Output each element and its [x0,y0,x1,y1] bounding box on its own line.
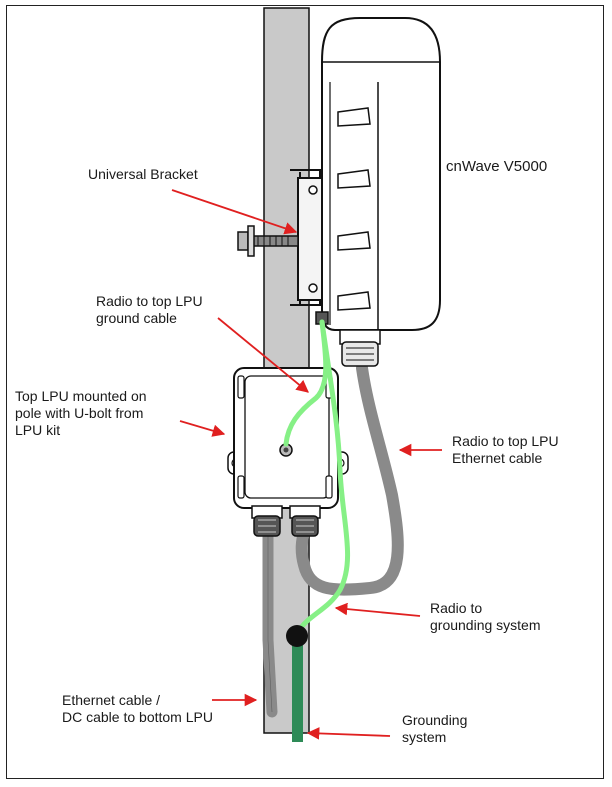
diagram-frame [6,5,604,779]
arrow-radio-to-lpu-ground [217,317,309,393]
label-universal-bracket: Universal Bracket [88,166,198,182]
grounding-system [292,636,303,742]
label-ethernet-dc-cable: Ethernet cable / DC cable to bottom LPU [62,692,213,725]
label-radio-to-top-lpu-ethernet: Radio to top LPU Ethernet cable [452,433,559,466]
arrow-radio-to-grounding [334,602,421,617]
grounding-junction [286,625,308,647]
arrow-grounding-system [306,727,391,740]
ethernet-dc-cable [262,526,278,718]
label-radio-to-top-lpu-ground: Radio to top LPU ground cable [96,293,203,326]
label-radio-model: cnWave V5000 [446,158,548,175]
arrow-universal-bracket [171,189,298,235]
label-top-lpu-mounted: Top LPU mounted on pole with U-bolt from… [15,388,147,438]
label-radio-to-grounding: Radio to grounding system [430,600,541,633]
arrow-top-lpu [179,420,226,437]
radio-to-lpu-ethernet-cable [295,362,404,596]
label-grounding-system: Grounding system [402,712,468,745]
callout-arrows [171,189,442,740]
radio-to-grounding-cable [295,319,351,635]
cnwave-v5000-radio [315,17,441,367]
radio-fins [337,107,371,311]
